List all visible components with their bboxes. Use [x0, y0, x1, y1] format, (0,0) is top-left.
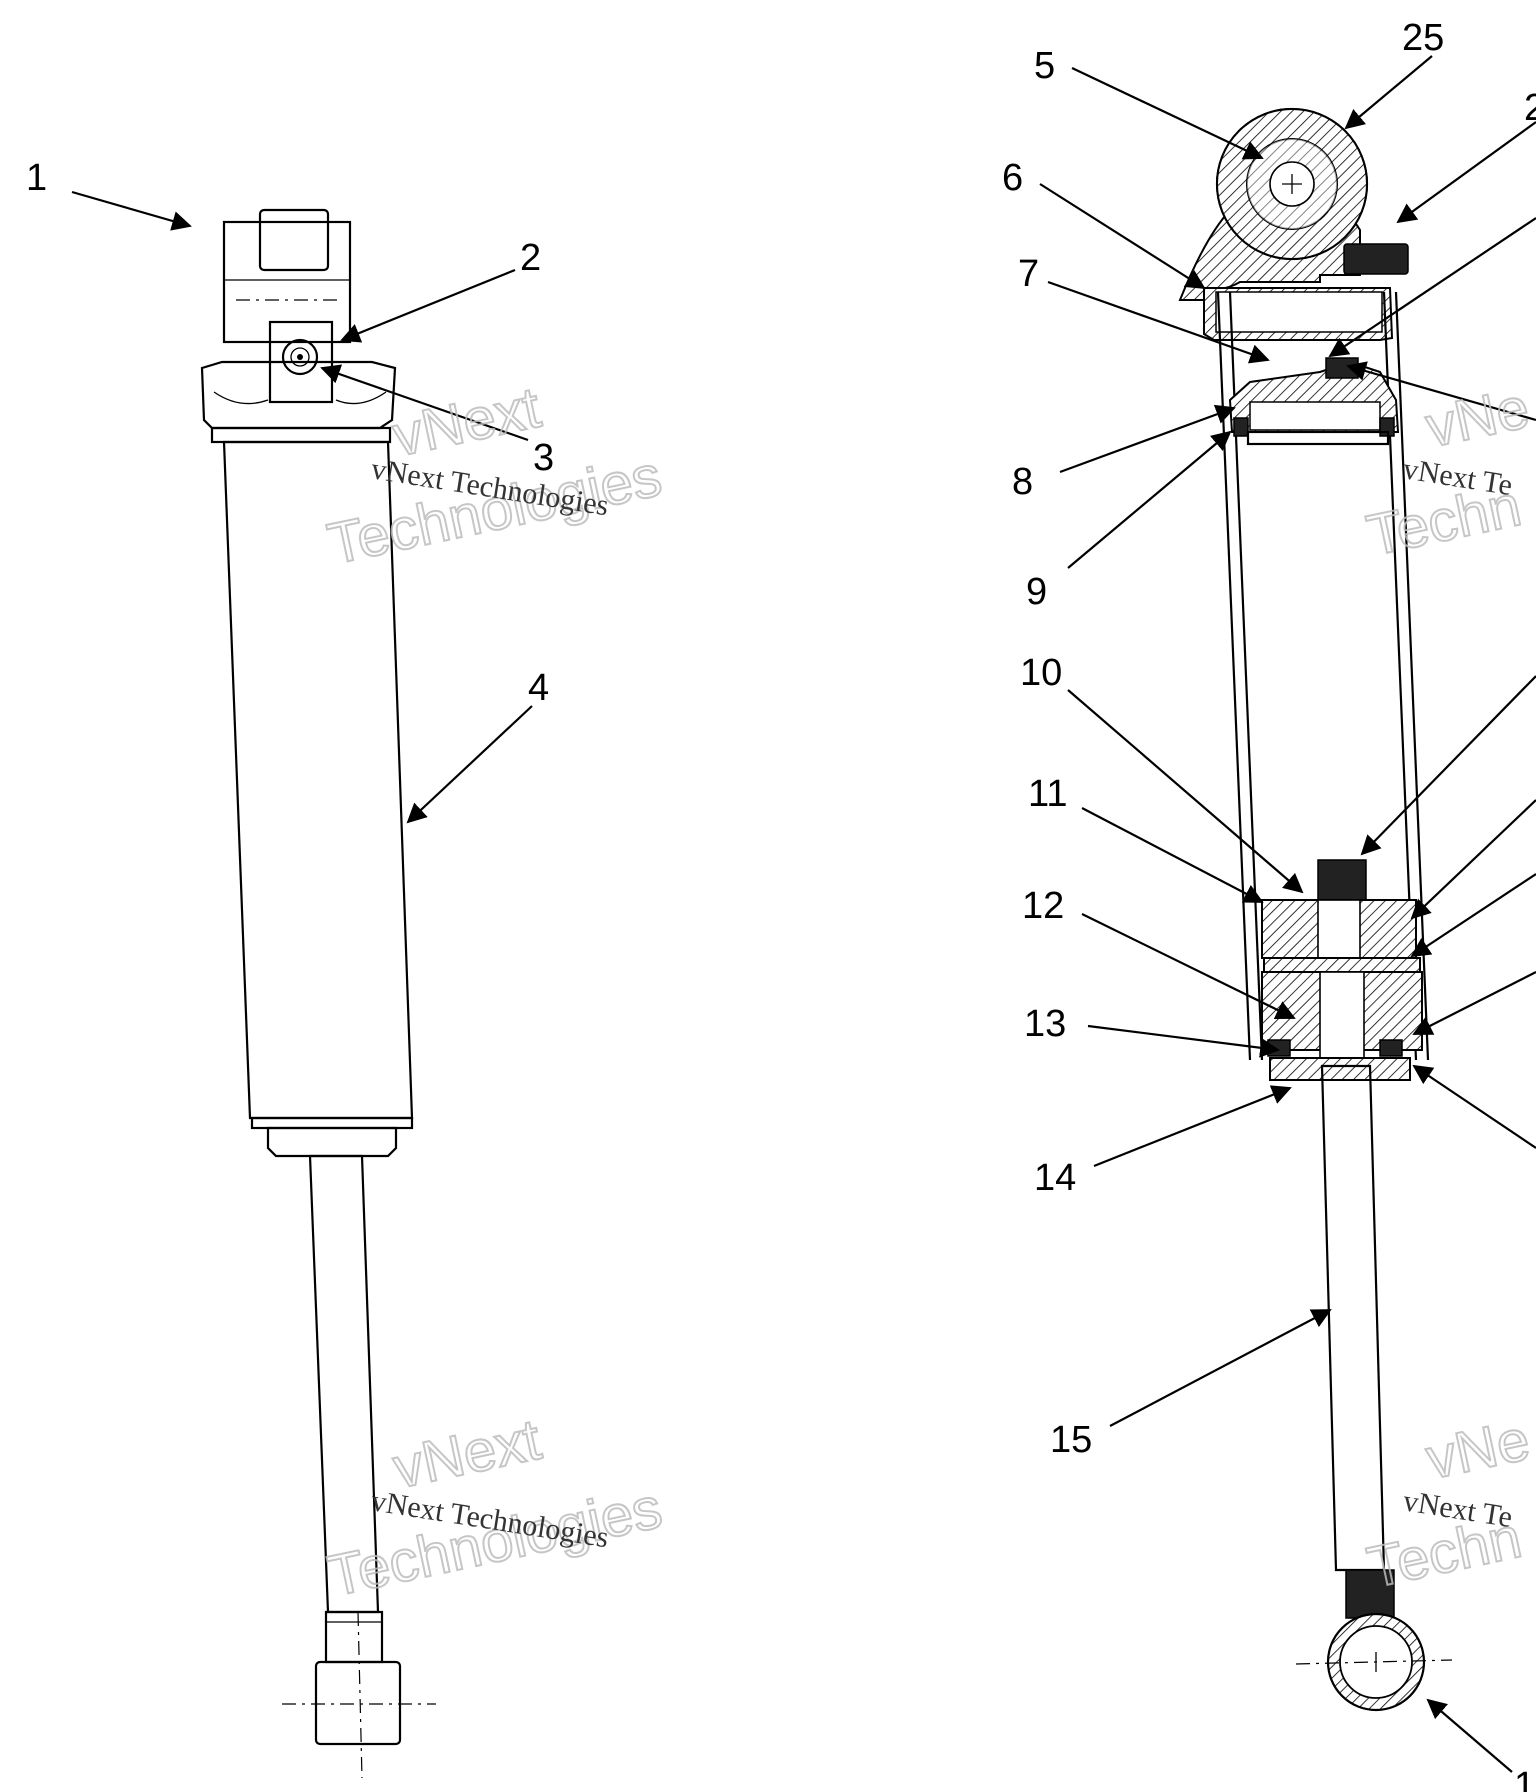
- callout-right-14: 14: [1034, 1157, 1076, 1199]
- callout-right-8: 8: [1012, 461, 1033, 503]
- callout-right-7: 7: [1018, 253, 1039, 295]
- callout-right-13: 13: [1024, 1003, 1066, 1045]
- callout-left-1: 1: [26, 157, 47, 199]
- watermark-partial-top-line1: vNe: [1420, 375, 1534, 460]
- callout-right-9: 9: [1026, 571, 1047, 613]
- callout-left-2: 2: [520, 237, 541, 279]
- watermark-large-bottom-line1: vNext: [388, 1407, 547, 1501]
- callout-right-2: 2: [1524, 87, 1536, 129]
- left-callouts: 1 2 3 4: [26, 157, 554, 824]
- callout-right-1: 1: [1514, 1765, 1535, 1792]
- watermark-partial-bottom-line1: vNe: [1421, 1407, 1535, 1492]
- callout-right-25: 25: [1402, 17, 1444, 59]
- watermark-large-top-line1: vNext: [387, 375, 546, 469]
- right-callouts: 5 25 2 6 7 8 9 10 11 12 13 14 15 1: [1002, 17, 1536, 1792]
- sectional-shock-view: [1178, 107, 1453, 1712]
- callout-right-15: 15: [1050, 1419, 1092, 1461]
- callout-right-5: 5: [1034, 45, 1055, 87]
- callout-right-12: 12: [1022, 885, 1064, 927]
- external-shock-view: [200, 208, 436, 1779]
- callout-left-4: 4: [528, 667, 549, 709]
- callout-right-10: 10: [1020, 652, 1062, 694]
- callout-right-11: 11: [1028, 773, 1067, 815]
- callout-right-6: 6: [1002, 157, 1023, 199]
- callout-left-3: 3: [533, 437, 554, 479]
